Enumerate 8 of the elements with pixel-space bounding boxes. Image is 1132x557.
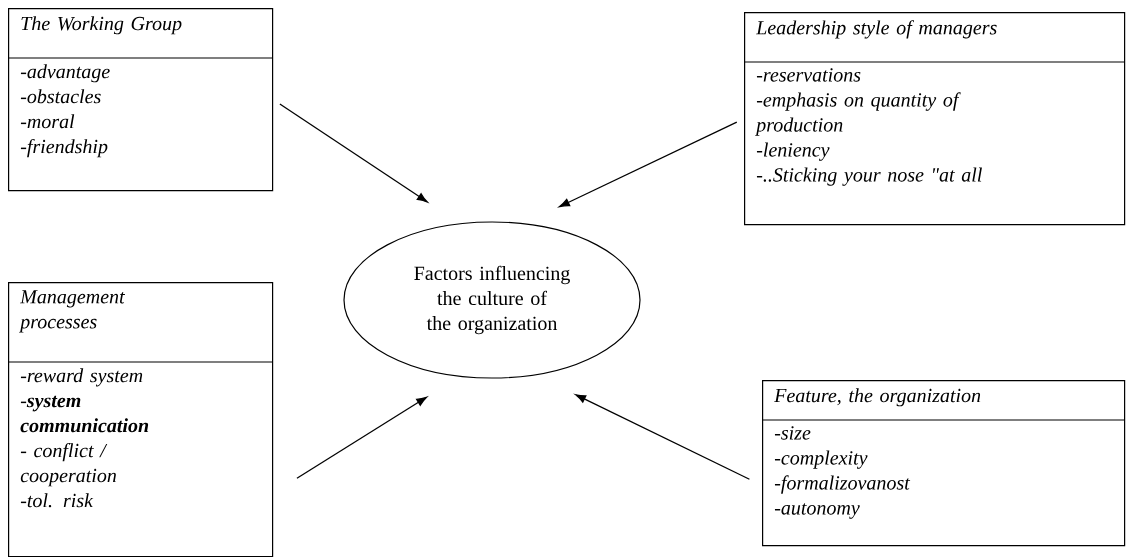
arrow — [279, 103, 428, 203]
factor-box: Management processes -reward system -system communication - conflict / cooperation -tol. risk — [7, 282, 274, 557]
factor-box: Leadership style of managers -reservations -emphasis on quantity of production -leniency -..Sticking your nose "at all — [743, 12, 1126, 226]
factor-box: The Working Group -advantage -obstacles -moral -friendship — [7, 8, 274, 192]
arrow — [559, 121, 738, 208]
arrow — [296, 396, 428, 479]
factor-box: Feature, the organization -size -complexity -formalizovanost -autonomy — [761, 380, 1126, 547]
arrow — [575, 394, 751, 480]
